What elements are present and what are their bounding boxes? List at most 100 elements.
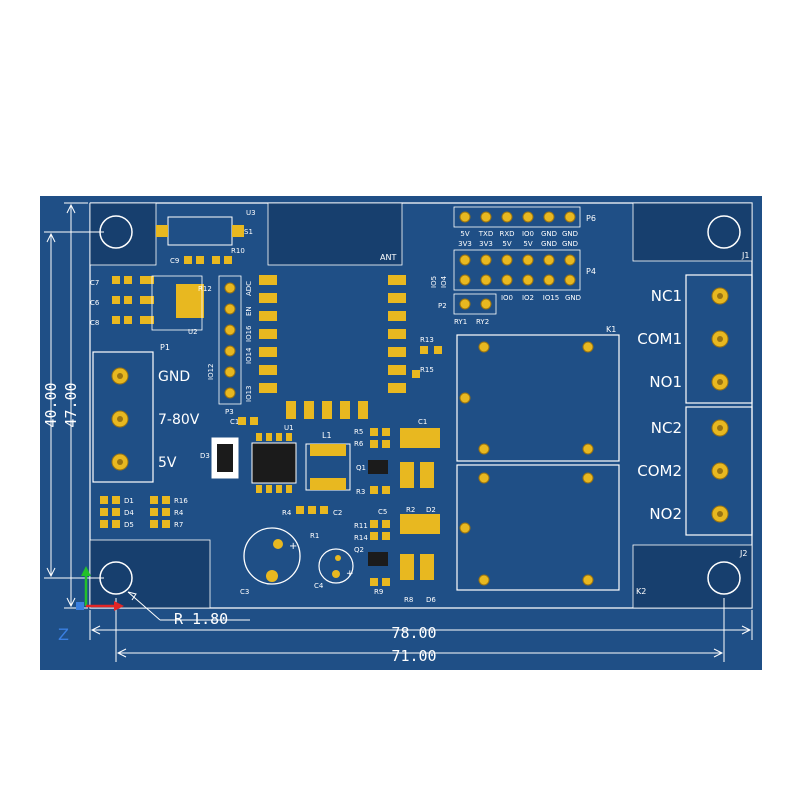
svg-text:EN: EN bbox=[245, 306, 253, 316]
q1-label: Q1 bbox=[356, 464, 366, 472]
inductor-l1-pad-top bbox=[310, 444, 346, 456]
mount-area-tl bbox=[89, 202, 157, 266]
ry2-label: RY2 bbox=[476, 318, 489, 326]
relay2-label-no: NO2 bbox=[649, 505, 682, 523]
p3-label: P3 bbox=[225, 408, 234, 416]
j2-label: J2 bbox=[739, 549, 747, 558]
capacitor-c4-pad-a bbox=[332, 570, 340, 578]
smd-cluster-q2 bbox=[370, 514, 440, 586]
capacitor-c3-pad-b bbox=[273, 539, 283, 549]
capacitor-c4-pad-b bbox=[335, 555, 341, 561]
r1-label: R1 bbox=[310, 532, 319, 540]
capacitor-c4 bbox=[318, 548, 354, 584]
p6-label: P6 bbox=[586, 214, 596, 223]
p6-bottom-labels: 3V3 3V3 5V 5V GND GND bbox=[458, 240, 578, 248]
smd-cluster-q1 bbox=[370, 428, 440, 494]
power-terminal-pads bbox=[111, 367, 129, 471]
r9-label: R9 bbox=[374, 588, 383, 596]
relay2-terminal-pads bbox=[711, 419, 729, 523]
header-p4-outline bbox=[453, 249, 581, 291]
svg-text:GND: GND bbox=[565, 294, 581, 302]
k2-label: K2 bbox=[636, 587, 646, 596]
relay2-label-com: COM2 bbox=[637, 462, 682, 480]
r13-label: R13 bbox=[420, 336, 434, 344]
dimension-height-inner-label: 40.00 bbox=[42, 382, 60, 427]
axis-y-arrowhead bbox=[81, 566, 91, 576]
svg-text:IO13: IO13 bbox=[245, 386, 253, 402]
r13-pad bbox=[420, 346, 428, 354]
svg-text:IO2: IO2 bbox=[522, 294, 534, 302]
p4-io5-label: IO5 bbox=[430, 276, 438, 288]
r6-label: R6 bbox=[354, 440, 364, 448]
c3-plus-sign: + bbox=[289, 541, 297, 552]
r15-pad bbox=[412, 370, 420, 378]
d4-label: D4 bbox=[124, 509, 134, 517]
svg-text:IO14: IO14 bbox=[245, 347, 253, 364]
c5-label: C5 bbox=[378, 508, 387, 516]
axis-x-arrowhead bbox=[114, 601, 124, 611]
svg-text:5V: 5V bbox=[502, 240, 511, 248]
ant-label: ANT bbox=[380, 253, 396, 262]
k1-label: K1 bbox=[606, 325, 616, 334]
mount-area-br bbox=[632, 544, 753, 609]
c2-label: C2 bbox=[333, 509, 342, 517]
c3-label: C3 bbox=[240, 588, 249, 596]
u1-label: U1 bbox=[284, 424, 294, 432]
power-label-5v: 5V bbox=[158, 455, 177, 471]
svg-text:IO0: IO0 bbox=[522, 230, 534, 238]
power-label-vin: 7-80V bbox=[158, 412, 200, 428]
svg-text:RXD: RXD bbox=[499, 230, 514, 238]
c1-label: C1 bbox=[418, 418, 427, 426]
header-p3-pins bbox=[224, 282, 236, 399]
dimension-height-outer-label: 47.00 bbox=[62, 382, 80, 427]
dimension-width-outer-label: 78.00 bbox=[391, 624, 436, 642]
power-label-gnd: GND bbox=[158, 369, 190, 385]
power-terminal-block bbox=[92, 351, 154, 483]
r7-label: R7 bbox=[174, 521, 183, 529]
d5-label: D5 bbox=[124, 521, 134, 529]
mount-hole-tr bbox=[707, 215, 741, 249]
dimension-height-inner bbox=[44, 231, 104, 579]
u3-label: U3 bbox=[246, 209, 256, 217]
relay2-terminal-block bbox=[685, 406, 753, 536]
relay-k1-pads bbox=[459, 341, 594, 455]
relay1-label-com: COM1 bbox=[637, 330, 682, 348]
capacitor-c3-pad-a bbox=[266, 570, 278, 582]
r16-label: R16 bbox=[174, 497, 188, 505]
svg-text:GND: GND bbox=[562, 240, 578, 248]
c8-label: C8 bbox=[90, 319, 99, 327]
l1-label: L1 bbox=[322, 431, 332, 440]
u2-label: U2 bbox=[188, 328, 198, 336]
svg-text:GND: GND bbox=[541, 240, 557, 248]
svg-text:IO12: IO12 bbox=[207, 364, 215, 380]
svg-text:TXD: TXD bbox=[478, 230, 493, 238]
inductor-l1-pad-bottom bbox=[310, 478, 346, 490]
antenna-keepout bbox=[267, 202, 403, 266]
r13-pad-b bbox=[434, 346, 442, 354]
relay1-terminal-block bbox=[685, 274, 753, 404]
s1-label: S1 bbox=[244, 228, 253, 236]
smd-passives-tl bbox=[184, 256, 232, 264]
svg-text:IO0: IO0 bbox=[501, 294, 513, 302]
svg-text:ADC: ADC bbox=[245, 281, 253, 296]
p4-io4-label: IO4 bbox=[440, 275, 448, 288]
r3-label: R3 bbox=[356, 488, 365, 496]
svg-text:IO15: IO15 bbox=[543, 294, 559, 302]
d1-label: D1 bbox=[124, 497, 134, 505]
mount-hole-br bbox=[707, 561, 741, 595]
mount-area-tr bbox=[632, 202, 753, 262]
svg-text:GND: GND bbox=[562, 230, 578, 238]
header-p4-pins bbox=[459, 254, 576, 286]
ry1-label: RY1 bbox=[454, 318, 467, 326]
p4-label: P4 bbox=[586, 267, 596, 276]
led-array bbox=[100, 496, 170, 528]
axis-origin-marker bbox=[76, 602, 84, 610]
relay1-label-no: NO1 bbox=[649, 373, 682, 391]
switch-s1-pad-right bbox=[232, 225, 244, 237]
svg-text:3V3: 3V3 bbox=[458, 240, 472, 248]
header-p6-pins bbox=[459, 211, 576, 223]
d6-label: D6 bbox=[426, 596, 436, 604]
relay-k1-outline bbox=[456, 334, 620, 462]
mount-area-bl bbox=[89, 539, 211, 609]
c9-label: C9 bbox=[170, 257, 179, 265]
